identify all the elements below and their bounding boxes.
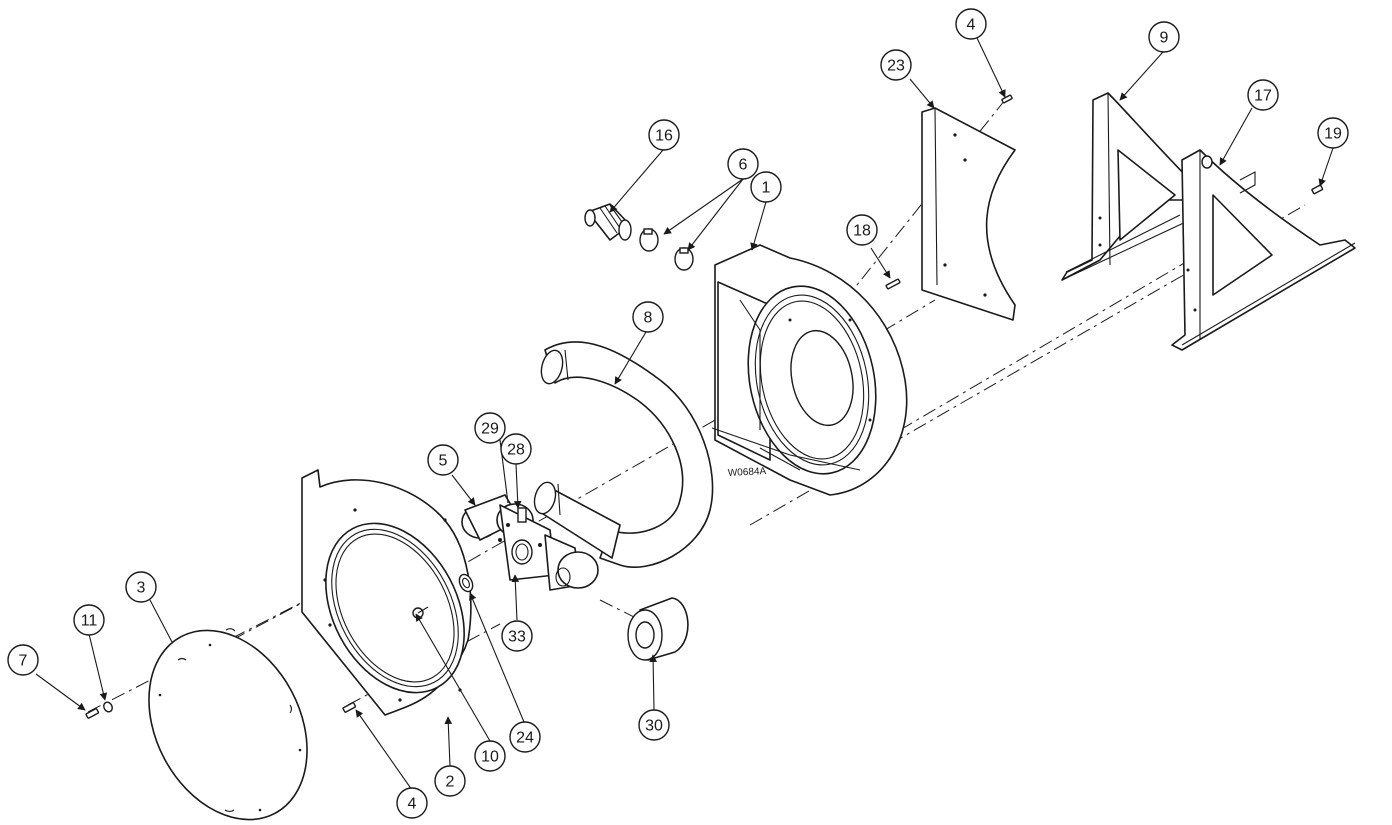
svg-text:3: 3 xyxy=(137,580,146,597)
callout-balloon-4-top: 4 xyxy=(955,8,987,40)
part-mounting-bracket xyxy=(921,107,1016,321)
callout-balloon-16: 16 xyxy=(648,119,680,151)
svg-text:1: 1 xyxy=(762,180,771,197)
svg-text:8: 8 xyxy=(644,310,653,327)
drawing-number: W0684A xyxy=(728,466,767,479)
callout-balloon-11: 11 xyxy=(73,604,105,636)
callout-balloon-1: 1 xyxy=(750,171,782,203)
callout-balloon-7: 7 xyxy=(7,644,39,676)
callout-balloon-23: 23 xyxy=(880,49,912,81)
part-u-hose xyxy=(533,341,714,568)
callout-balloon-29: 29 xyxy=(474,412,506,444)
part-roller-bracket-assembly xyxy=(461,494,599,591)
part-hose-fitting xyxy=(584,203,632,241)
part-support-frame xyxy=(1061,92,1206,281)
part-roller xyxy=(627,597,689,661)
callout-balloon-33: 33 xyxy=(501,620,533,652)
callout-balloon-30: 30 xyxy=(638,709,670,741)
part-base-frame xyxy=(1171,149,1356,351)
callout-balloon-4-bottom: 4 xyxy=(396,787,428,819)
part-cover-plate xyxy=(148,628,308,821)
part-washer xyxy=(458,573,474,593)
callout-balloon-5: 5 xyxy=(427,444,459,476)
svg-text:11: 11 xyxy=(81,613,98,630)
svg-text:18: 18 xyxy=(853,223,871,240)
callout-balloon-8: 8 xyxy=(632,301,664,333)
svg-text:19: 19 xyxy=(1324,126,1342,143)
svg-text:4: 4 xyxy=(967,17,976,34)
callout-balloon-28: 28 xyxy=(500,433,532,465)
svg-text:9: 9 xyxy=(1160,30,1169,47)
svg-text:28: 28 xyxy=(507,442,525,459)
callout-balloon-3: 3 xyxy=(125,571,157,603)
svg-text:10: 10 xyxy=(481,749,499,766)
svg-text:6: 6 xyxy=(739,157,748,174)
svg-text:16: 16 xyxy=(655,128,673,145)
svg-text:7: 7 xyxy=(19,653,28,670)
callout-balloon-19: 19 xyxy=(1317,117,1349,149)
callout-balloon-24: 24 xyxy=(509,721,541,753)
svg-text:23: 23 xyxy=(887,58,905,75)
callout-balloon-17: 17 xyxy=(1247,79,1279,111)
svg-text:5: 5 xyxy=(439,453,448,470)
svg-text:4: 4 xyxy=(408,796,417,813)
callout-balloon-9: 9 xyxy=(1148,21,1180,53)
svg-text:24: 24 xyxy=(516,730,534,747)
svg-text:30: 30 xyxy=(645,718,663,735)
svg-text:2: 2 xyxy=(446,774,455,791)
part-main-housing xyxy=(711,244,908,496)
callout-leaders xyxy=(35,37,1334,791)
callout-balloon-10: 10 xyxy=(474,740,506,772)
svg-text:29: 29 xyxy=(481,421,499,438)
svg-text:17: 17 xyxy=(1254,88,1272,105)
part-fasteners xyxy=(85,94,1324,719)
callout-balloon-2: 2 xyxy=(434,765,466,797)
svg-text:33: 33 xyxy=(508,629,526,646)
part-hose-clamps xyxy=(639,228,694,271)
callout-balloon-6: 6 xyxy=(727,148,759,180)
part-front-housing-plate xyxy=(301,469,472,716)
callout-balloon-18: 18 xyxy=(846,214,878,246)
